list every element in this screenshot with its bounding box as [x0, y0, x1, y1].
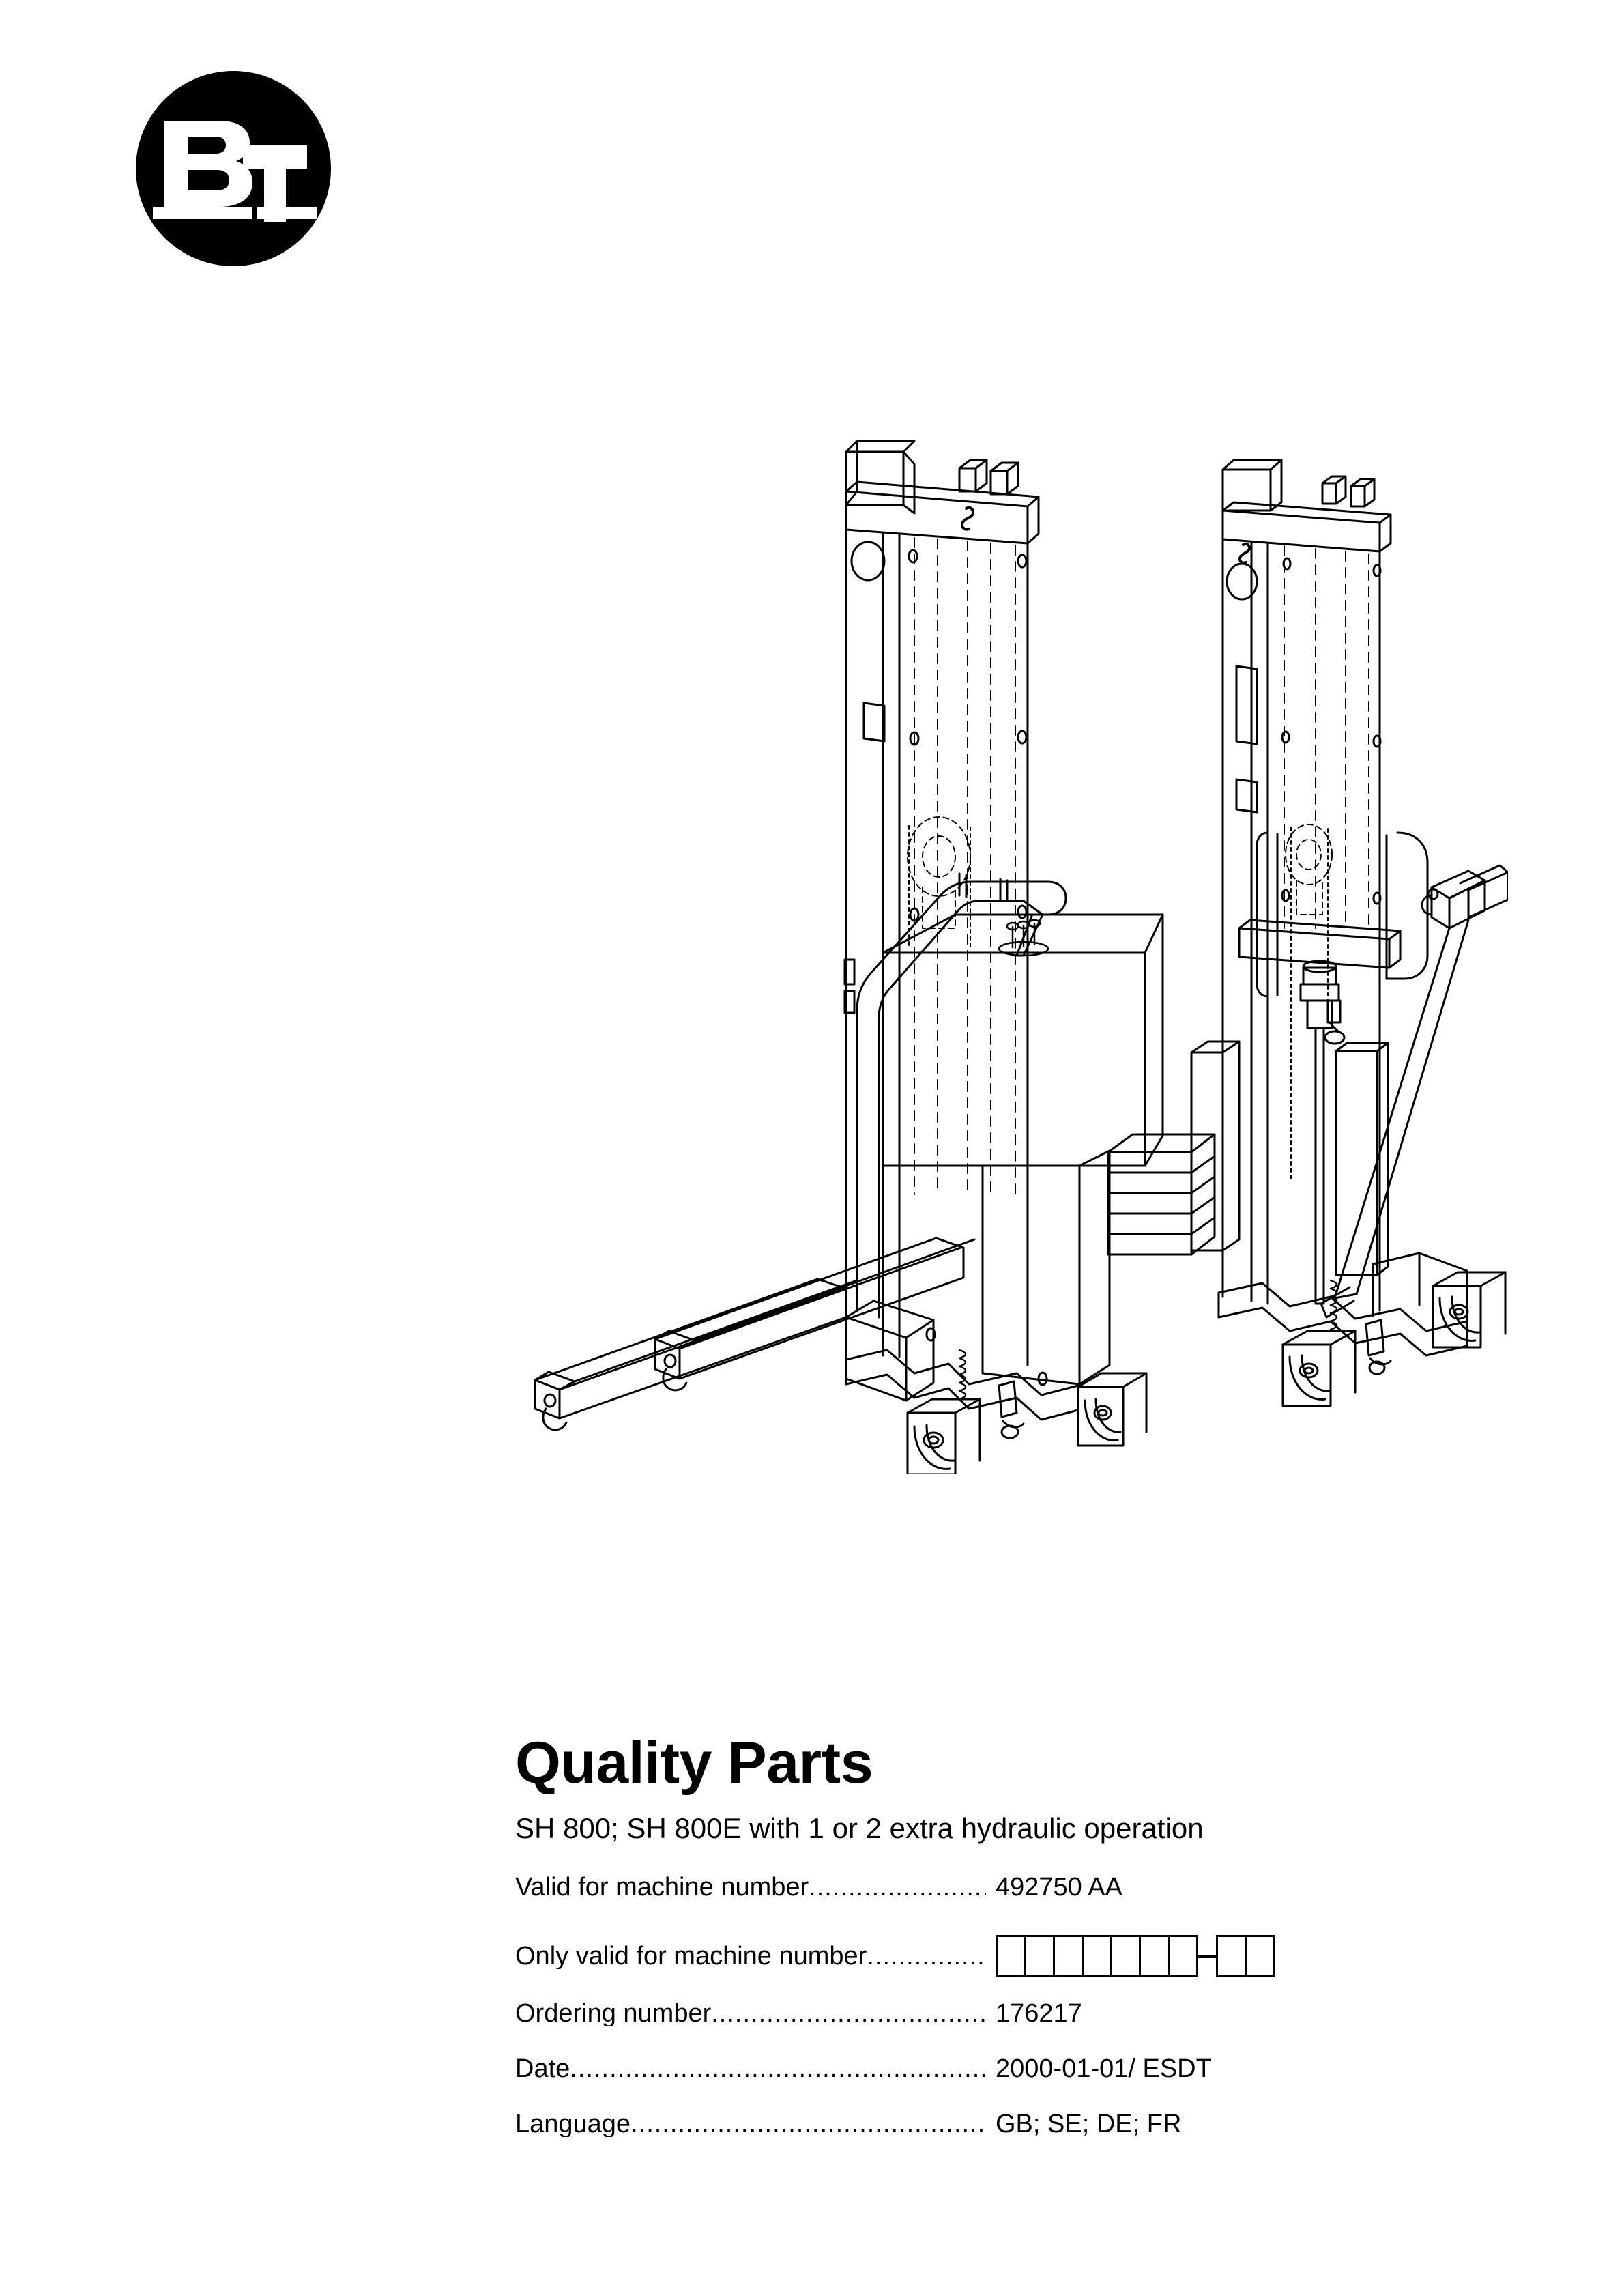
field-label: Language: [515, 2111, 631, 2138]
bt-logo: [135, 70, 332, 267]
machine-number-box[interactable]: [1139, 1935, 1170, 1978]
field-label-wrap: Valid for machine number ...............…: [515, 1874, 986, 1900]
machine-number-box[interactable]: [1082, 1935, 1112, 1978]
stacker-truck-drawing-icon: [534, 440, 1508, 1474]
machine-number-box[interactable]: [1053, 1935, 1084, 1978]
document-subtitle: SH 800; SH 800E with 1 or 2 extra hydrau…: [515, 1812, 1204, 1844]
field-label: Ordering number: [515, 2000, 712, 2027]
field-date: Date ...................................…: [515, 2056, 1580, 2086]
page-title: Quality Parts: [515, 1730, 873, 1796]
machine-number-boxes[interactable]: [996, 1935, 1275, 1978]
dot-leader: ........................................…: [570, 2056, 986, 2082]
dot-leader: ........................................…: [630, 2111, 986, 2138]
machine-number-box[interactable]: [1216, 1935, 1247, 1978]
field-label-wrap: Ordering number ........................…: [515, 2000, 986, 2026]
field-ordering-number: Ordering number ........................…: [515, 2000, 1580, 2030]
machine-number-separator-dash: [1198, 1954, 1216, 1958]
field-label: Valid for machine number: [515, 1874, 809, 1901]
right-stacker: [1077, 459, 1508, 1447]
field-label: Date: [515, 2056, 570, 2082]
left-stacker: [534, 440, 1164, 1474]
field-label-wrap: Only valid for machine number ..........…: [515, 1943, 986, 1969]
field-label-wrap: Date ...................................…: [515, 2056, 986, 2082]
machine-number-box[interactable]: [1110, 1935, 1141, 1978]
dot-leader: ........................................…: [711, 2000, 986, 2027]
cover-text-block: Quality Parts SH 800; SH 800E with 1 or …: [515, 1734, 1580, 2166]
field-only-valid-for-machine-number: Only valid for machine number ..........…: [515, 1929, 1580, 1983]
machine-number-box[interactable]: [996, 1935, 1026, 1978]
field-value: 2000-01-01/ ESDT: [996, 2054, 1212, 2084]
field-value: GB; SE; DE; FR: [996, 2110, 1182, 2139]
bt-logo-icon: [136, 71, 331, 266]
field-value: 176217: [996, 1999, 1082, 2028]
field-valid-for-machine-number: Valid for machine number ...............…: [515, 1874, 1580, 1904]
machine-number-box-group-2: [1216, 1935, 1275, 1978]
dot-leader: ........................................…: [867, 1943, 986, 1970]
field-value: 492750 AA: [996, 1873, 1122, 1902]
dot-leader: ........................................…: [809, 1874, 986, 1901]
machine-number-box[interactable]: [1024, 1935, 1055, 1978]
machine-number-box[interactable]: [1168, 1935, 1198, 1978]
field-label-wrap: Language ...............................…: [515, 2111, 986, 2137]
machine-number-box[interactable]: [1245, 1935, 1275, 1978]
stacker-truck-illustration: [478, 410, 1508, 1474]
field-language: Language ...............................…: [515, 2111, 1580, 2141]
field-label: Only valid for machine number: [515, 1943, 867, 1970]
